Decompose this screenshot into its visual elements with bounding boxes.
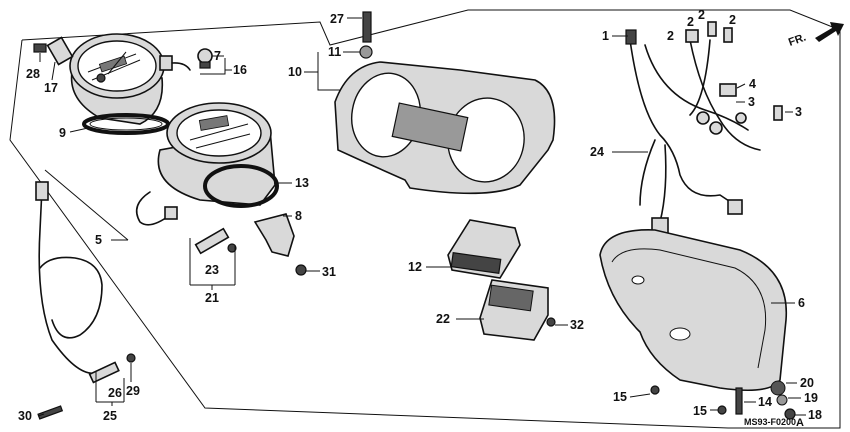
- callout-15b: 15: [693, 404, 707, 418]
- screw-28: [33, 43, 47, 53]
- callout-12: 12: [408, 260, 422, 274]
- callout-2d: 2: [667, 29, 674, 43]
- leader-lines: [37, 17, 806, 417]
- front-direction-indicator: FR.: [787, 22, 844, 49]
- callout-26: 26: [108, 386, 122, 400]
- front-arrow-icon: [815, 22, 844, 42]
- callout-15a: 15: [613, 390, 627, 404]
- callout-3b: 3: [795, 105, 802, 119]
- callout-20: 20: [800, 376, 814, 390]
- grommet-11: [359, 45, 373, 59]
- callout-24: 24: [590, 145, 604, 159]
- callout-labels: 27 11 10 7 16 28 17 9 13 8 5 23 21 31 12…: [18, 8, 822, 423]
- callout-30: 30: [18, 409, 32, 423]
- callout-2b: 2: [698, 8, 705, 22]
- callout-11: 11: [328, 45, 341, 59]
- callout-2c: 2: [729, 13, 736, 27]
- speedometer-cable: [35, 181, 136, 420]
- callout-2a: 2: [687, 15, 694, 29]
- callout-3a: 3: [748, 95, 755, 109]
- screw-31: [295, 264, 307, 276]
- bulb-socket-7: [197, 48, 213, 64]
- callout-14: 14: [758, 395, 772, 409]
- drawing-code-text: MS93-F0200: [744, 417, 796, 427]
- indicator-panel-22: [479, 279, 556, 341]
- rubber-ring-13: [203, 164, 279, 208]
- nut-18: [784, 408, 796, 420]
- callout-23: 23: [205, 263, 219, 277]
- callout-19: 19: [804, 391, 818, 405]
- callout-9: 9: [59, 126, 66, 140]
- screw-30: [37, 405, 64, 420]
- callout-13: 13: [295, 176, 309, 190]
- bracket-8: [253, 213, 295, 257]
- bulb-3: [773, 105, 783, 121]
- callout-17: 17: [44, 81, 58, 95]
- callout-21: 21: [205, 291, 219, 305]
- meter-lower-case-6: [599, 229, 796, 420]
- clip-23: [194, 227, 230, 255]
- bolt-27: [362, 11, 372, 43]
- speedometer-gauge: [33, 33, 213, 135]
- callout-31: 31: [322, 265, 336, 279]
- drawing-code: MS93-F0200 A: [744, 417, 804, 429]
- reset-knob-17: [46, 36, 74, 66]
- screw-15b: [717, 405, 727, 415]
- front-direction-label: FR.: [787, 31, 808, 48]
- rubber-ring-9: [82, 113, 170, 135]
- callout-28: 28: [26, 67, 40, 81]
- tachometer-gauge: [135, 102, 307, 276]
- screw-15a: [650, 385, 660, 395]
- collar-19: [776, 394, 788, 406]
- callout-29: 29: [126, 384, 140, 398]
- meter-visor-10: [334, 11, 556, 195]
- bulb-4: [719, 83, 737, 97]
- indicator-panel-12: [447, 219, 521, 279]
- callout-8: 8: [295, 209, 302, 223]
- callout-22: 22: [436, 312, 450, 326]
- grommet-20: [770, 380, 786, 396]
- callout-25: 25: [103, 409, 117, 423]
- callout-4: 4: [749, 77, 756, 91]
- callout-6: 6: [798, 296, 805, 310]
- wire-harness-24: [625, 21, 783, 241]
- callout-32: 32: [570, 318, 584, 332]
- callout-27: 27: [330, 12, 344, 26]
- bolt-14: [735, 387, 743, 415]
- callout-5: 5: [95, 233, 102, 247]
- callout-18: 18: [808, 408, 822, 422]
- callout-16: 16: [233, 63, 247, 77]
- drawing-code-suffix: A: [796, 417, 804, 429]
- callout-1: 1: [602, 29, 609, 43]
- screw-32: [546, 317, 556, 327]
- callout-7: 7: [214, 49, 221, 63]
- callout-10: 10: [288, 65, 302, 79]
